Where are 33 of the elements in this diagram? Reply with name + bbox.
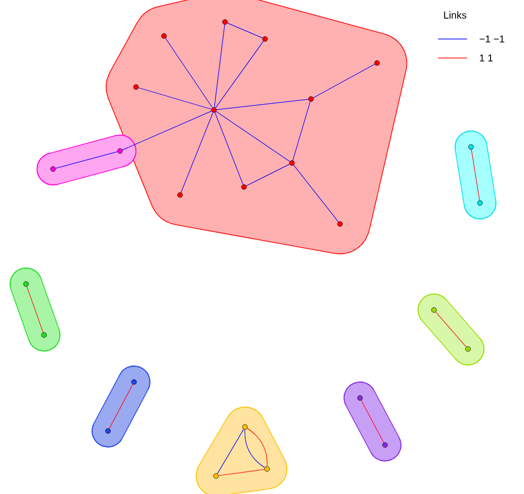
edge-line [217,429,244,474]
edge-line [26,286,44,333]
cluster-hull [91,365,151,448]
edge-line [215,40,264,108]
cluster-hull [36,134,136,186]
edge-line [218,469,265,476]
edge-line [313,64,375,98]
cluster-hull [454,130,497,220]
edge-line [246,164,290,186]
legend-title: Links [444,11,466,19]
edge-line [216,111,290,162]
cluster-hull [343,381,402,462]
edge-line [435,312,467,348]
edge-line [360,400,384,443]
edge-line [471,149,480,201]
cluster-hull [417,293,485,366]
edge-line [180,112,214,193]
cluster-hull [106,0,408,254]
edge-line [108,384,134,429]
edge-line [214,112,244,185]
edge-line [227,22,263,38]
edge-line [138,87,212,110]
edge-line [55,151,118,169]
edge-line [165,38,213,108]
cluster-hull [196,406,288,494]
legend-label: 1 1 [480,54,493,62]
edge-line [214,24,225,108]
edge-line [122,110,212,150]
edge-line [293,164,339,222]
edge-line [292,101,311,161]
legend-label: −1 −1 [480,36,504,42]
edge-line [216,99,309,110]
cluster-hull [9,267,61,352]
